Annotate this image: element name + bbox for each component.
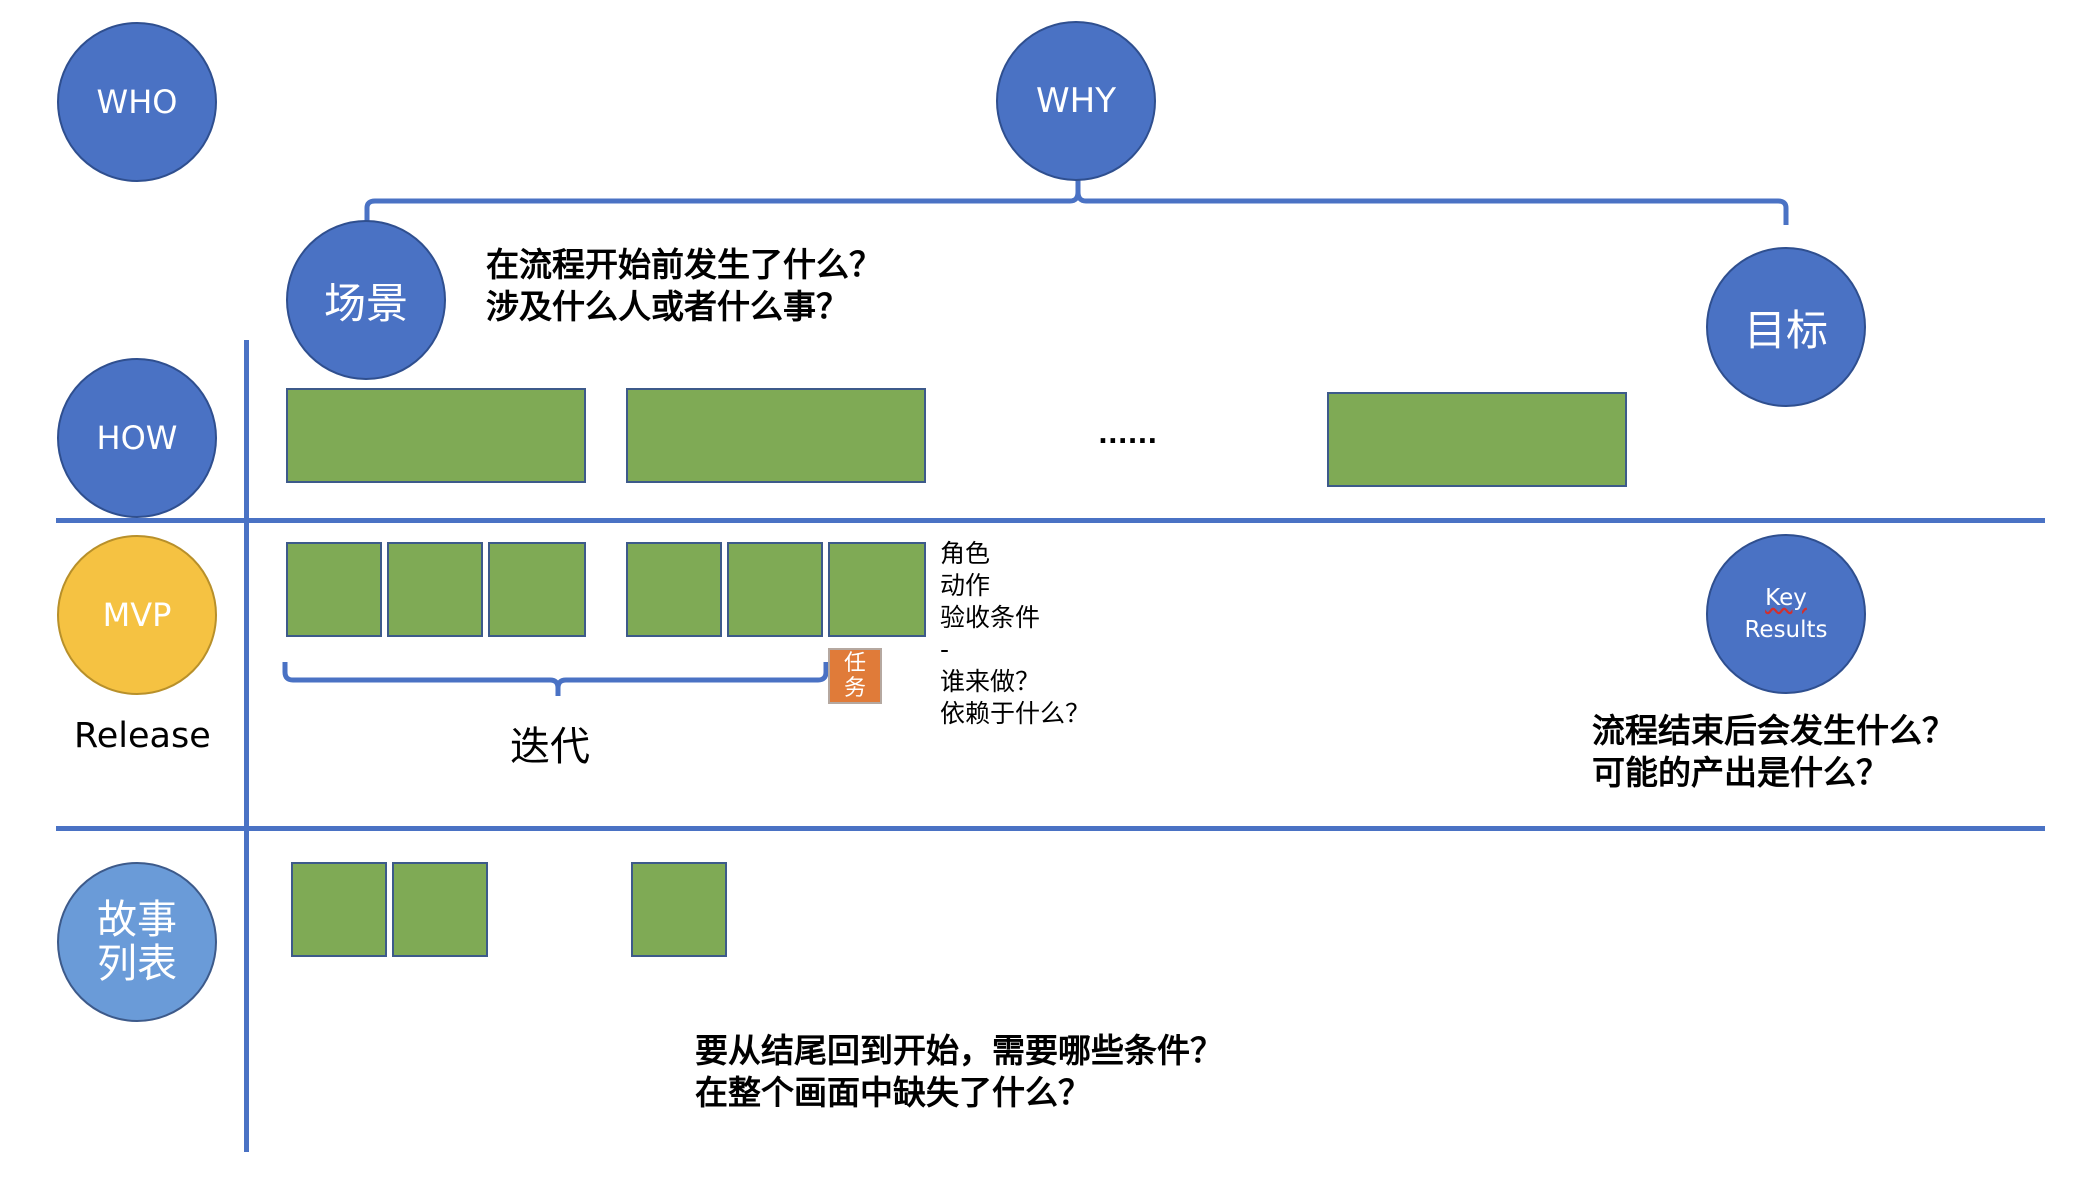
missing-question: 要从结尾回到开始，需要哪些条件？ 在整个画面中缺失了什么？	[695, 1030, 1223, 1114]
before-question-line2: 涉及什么人或者什么事？	[486, 287, 849, 326]
scene-node: 场景	[286, 220, 446, 380]
story-note: 依赖于什么？	[940, 699, 1091, 728]
vertical-divider	[244, 340, 249, 1152]
horizontal-divider-bottom	[56, 826, 2045, 831]
story-card	[727, 542, 823, 637]
key-results-line1: Key	[1765, 585, 1807, 611]
before-question-line1: 在流程开始前发生了什么？	[486, 245, 882, 284]
story-card	[286, 542, 382, 637]
key-results-node: Key Results	[1706, 534, 1866, 694]
scene-label: 场景	[323, 278, 408, 328]
how-node: HOW	[57, 358, 217, 518]
story-note: 角色	[940, 539, 991, 568]
task-line1: 任	[843, 651, 866, 676]
task-tag: 任 务	[828, 648, 882, 704]
ellipsis-label: ......	[1098, 420, 1158, 450]
goal-label: 目标	[1743, 305, 1828, 355]
story-card	[626, 542, 722, 637]
story-card	[387, 542, 483, 637]
backlog-card	[392, 862, 488, 957]
activity-card	[1327, 392, 1627, 487]
story-note: 验收条件	[940, 603, 1041, 632]
story-card	[828, 542, 926, 637]
story-note: 动作	[940, 571, 991, 600]
release-label: Release	[74, 716, 211, 756]
story-card	[488, 542, 586, 637]
story-note: 谁来做？	[940, 667, 1041, 696]
missing-question-line1: 要从结尾回到开始，需要哪些条件？	[695, 1031, 1223, 1070]
missing-question-line2: 在整个画面中缺失了什么？	[695, 1073, 1091, 1112]
why-label: WHY	[1036, 81, 1116, 121]
mvp-label: MVP	[102, 596, 172, 634]
backlog-card	[291, 862, 387, 957]
after-question-line1: 流程结束后会发生什么？	[1592, 711, 1955, 750]
key-results-line2: Results	[1744, 617, 1828, 643]
backlog-card	[631, 862, 727, 957]
story-note: -	[940, 635, 950, 664]
task-line2: 务	[843, 676, 866, 701]
activity-card	[626, 388, 926, 483]
goal-node: 目标	[1706, 247, 1866, 407]
how-label: HOW	[96, 419, 178, 457]
after-question: 流程结束后会发生什么？ 可能的产出是什么？	[1592, 710, 1955, 794]
before-question: 在流程开始前发生了什么？ 涉及什么人或者什么事？	[486, 244, 882, 328]
story-list-line1: 故事	[97, 897, 177, 943]
story-list-node: 故事 列表	[57, 862, 217, 1022]
after-question-line2: 可能的产出是什么？	[1592, 753, 1889, 792]
why-node: WHY	[996, 21, 1156, 181]
story-list-line2: 列表	[97, 941, 177, 987]
who-label: WHO	[96, 83, 178, 121]
horizontal-divider-top	[56, 518, 2045, 523]
iteration-label: 迭代	[510, 724, 590, 770]
activity-card	[286, 388, 586, 483]
who-node: WHO	[57, 22, 217, 182]
story-notes: 角色 动作 验收条件 - 谁来做？ 依赖于什么？	[940, 538, 1090, 730]
mvp-node: MVP	[57, 535, 217, 695]
iteration-bracket	[282, 662, 829, 696]
